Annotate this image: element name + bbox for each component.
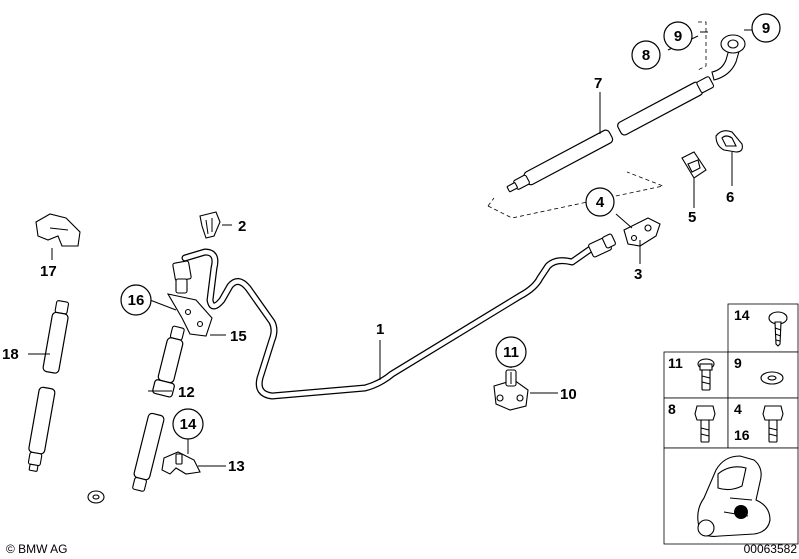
callout-14-label: 14 <box>180 416 197 433</box>
callout-1[interactable]: 1 <box>376 321 384 338</box>
holder-10-11[interactable] <box>493 369 529 411</box>
callout-5[interactable]: 5 <box>688 209 696 226</box>
callout-4[interactable]: 4 <box>585 187 615 217</box>
bolt-4-16-icon <box>762 405 784 443</box>
legend-label-11: 11 <box>668 355 683 371</box>
callout-9-right[interactable]: 9 <box>751 13 781 43</box>
legend-cell-8 <box>663 397 729 449</box>
legend-label-9: 9 <box>734 355 742 371</box>
callout-8-label: 8 <box>642 47 650 64</box>
callout-11[interactable]: 11 <box>495 336 527 368</box>
clip-2[interactable] <box>199 211 221 239</box>
callout-2[interactable]: 2 <box>238 218 246 235</box>
callout-3[interactable]: 3 <box>634 266 642 283</box>
callout-9-right-label: 9 <box>762 20 770 37</box>
callout-8[interactable]: 8 <box>631 40 661 70</box>
callout-14[interactable]: 14 <box>172 408 204 440</box>
callout-11-label: 11 <box>503 344 519 361</box>
clip-17[interactable] <box>35 213 81 247</box>
vehicle-locator-icon <box>697 455 771 537</box>
callout-13[interactable]: 13 <box>228 458 245 475</box>
callout-9-left-label: 9 <box>674 28 682 45</box>
callout-16-label: 16 <box>128 292 145 309</box>
clamp-6[interactable] <box>715 130 743 153</box>
bracket-3-4[interactable] <box>623 217 661 247</box>
washer-9-icon <box>760 371 784 385</box>
brake-hose-12[interactable] <box>87 325 188 504</box>
copyright-text: © BMW AG <box>6 542 68 556</box>
callout-10[interactable]: 10 <box>560 386 577 403</box>
callout-12[interactable]: 12 <box>178 384 195 401</box>
callout-18[interactable]: 18 <box>2 346 19 363</box>
clip-13-14[interactable] <box>161 451 201 475</box>
location-marker-icon <box>734 505 748 519</box>
legend-label-14: 14 <box>734 307 750 323</box>
legend-label-4: 4 <box>734 401 742 417</box>
legend-label-8: 8 <box>668 401 676 417</box>
legend-cell-4-16 <box>727 397 799 449</box>
screw-14-icon <box>768 311 788 347</box>
brake-hose-7[interactable] <box>487 34 746 219</box>
legend-cell-11 <box>663 351 729 399</box>
bolt-8-icon <box>694 405 716 443</box>
diagram-number: 00063582 <box>744 542 798 556</box>
legend-label-16: 16 <box>734 427 750 443</box>
callout-4-label: 4 <box>596 194 605 211</box>
brake-pipe-1[interactable] <box>172 233 617 400</box>
screw-11-icon <box>697 358 715 391</box>
callout-17[interactable]: 17 <box>40 263 57 280</box>
leader-lines <box>28 29 752 467</box>
clip-nut-5[interactable] <box>681 151 707 179</box>
callout-9-left[interactable]: 9 <box>663 21 693 51</box>
callout-15[interactable]: 15 <box>230 328 247 345</box>
callout-16[interactable]: 16 <box>120 284 152 316</box>
callout-9-bracket <box>697 21 707 71</box>
callout-7[interactable]: 7 <box>594 75 602 92</box>
bracket-15-16[interactable] <box>166 293 213 337</box>
callout-6[interactable]: 6 <box>726 189 734 206</box>
brake-hose-18[interactable] <box>25 300 71 472</box>
